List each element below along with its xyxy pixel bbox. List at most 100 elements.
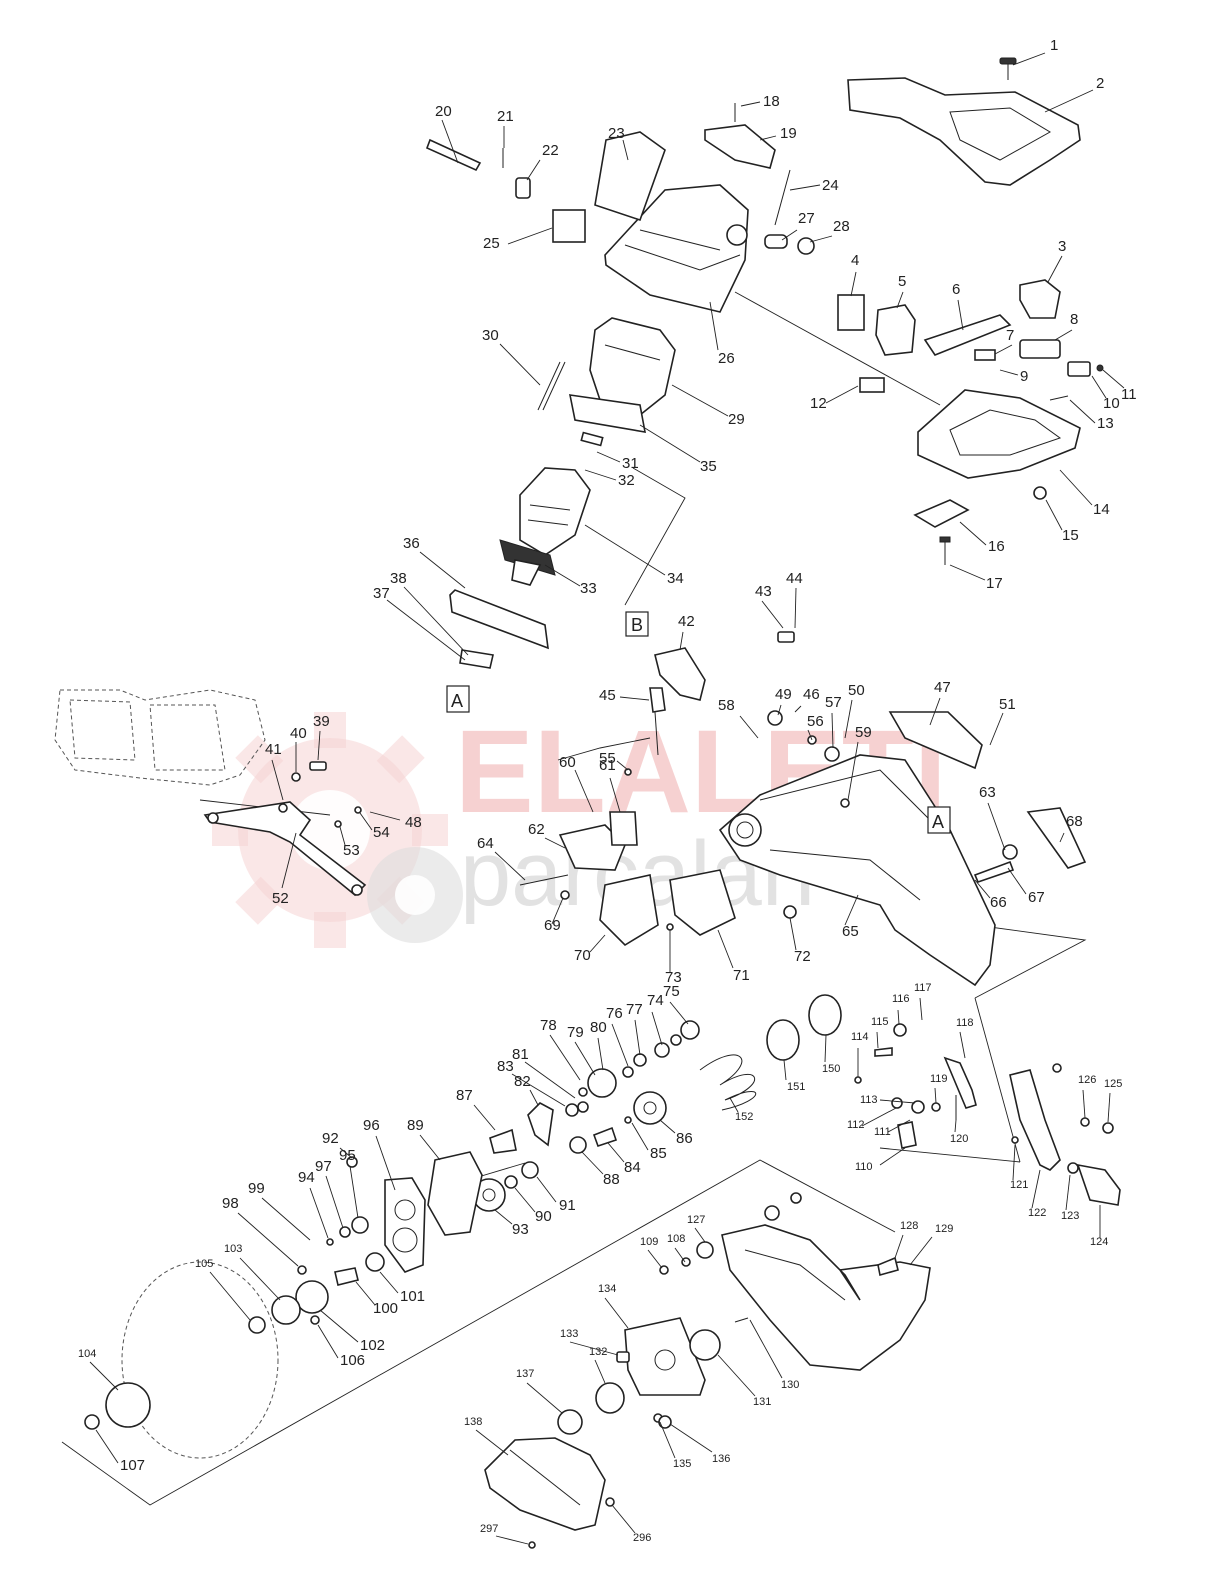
callout-label-65: 65 xyxy=(842,923,859,940)
callout-leader-80 xyxy=(597,1037,604,1071)
callout-leader-50 xyxy=(844,699,853,739)
callout-leader-137 xyxy=(526,1382,563,1414)
ref-box-a: A xyxy=(446,685,470,713)
callout-label-12: 12 xyxy=(810,395,827,412)
part-16 xyxy=(913,499,970,528)
callout-label-105: 105 xyxy=(195,1258,213,1270)
callout-leader-77 xyxy=(634,1019,641,1056)
plate-70 xyxy=(599,874,659,947)
callout-label-19: 19 xyxy=(780,125,797,142)
gear-80 xyxy=(587,1068,617,1098)
callout-label-114: 114 xyxy=(851,1031,869,1043)
plate-68 xyxy=(1026,807,1087,869)
callout-leader-28 xyxy=(809,235,833,243)
callout-label-51: 51 xyxy=(999,696,1016,713)
callout-leader-11 xyxy=(1102,369,1125,389)
callout-leader-135 xyxy=(659,1421,676,1459)
callout-leader-54 xyxy=(359,812,373,831)
callout-leader-90 xyxy=(514,1187,536,1213)
callout-label-151: 151 xyxy=(787,1081,805,1093)
callout-label-9: 9 xyxy=(1020,368,1028,385)
callout-leader-14 xyxy=(1059,469,1093,506)
callout-leader-83 xyxy=(511,1073,566,1107)
callout-leader-34 xyxy=(584,524,666,576)
callout-label-16: 16 xyxy=(988,538,1005,555)
callout-label-58: 58 xyxy=(718,697,735,714)
callout-label-95: 95 xyxy=(339,1147,356,1164)
callout-label-132: 132 xyxy=(589,1346,607,1358)
callout-leader-47 xyxy=(929,697,941,726)
callout-leader-113 xyxy=(879,1099,916,1104)
callout-label-112: 112 xyxy=(847,1119,865,1131)
part-4 xyxy=(837,294,865,331)
callout-label-93: 93 xyxy=(512,1221,529,1238)
callout-label-119: 119 xyxy=(930,1073,948,1085)
callout-leader-35 xyxy=(639,424,701,463)
callout-label-52: 52 xyxy=(272,890,289,907)
callout-label-59: 59 xyxy=(855,724,872,741)
callout-leader-16 xyxy=(959,521,987,546)
callout-label-40: 40 xyxy=(290,725,307,742)
gear-icon xyxy=(212,712,448,948)
callout-label-2: 2 xyxy=(1096,75,1104,92)
callout-label-38: 38 xyxy=(390,570,407,587)
callout-label-80: 80 xyxy=(590,1019,607,1036)
callout-label-50: 50 xyxy=(848,682,865,699)
callout-label-117: 117 xyxy=(914,982,932,994)
part-25 xyxy=(552,209,586,243)
callout-leader-95 xyxy=(349,1165,359,1219)
gearcase-96 xyxy=(384,1177,426,1273)
ref-box-a: A xyxy=(927,806,951,834)
bushing-151 xyxy=(766,1019,800,1061)
lever-61 xyxy=(609,811,638,846)
part-19 xyxy=(704,124,776,169)
callout-leader-46 xyxy=(794,705,802,713)
callout-leader-64 xyxy=(494,851,526,881)
callout-label-92: 92 xyxy=(322,1130,339,1147)
callout-label-134: 134 xyxy=(598,1283,616,1295)
part-12 xyxy=(859,377,885,393)
callout-leader-119 xyxy=(934,1087,937,1104)
callout-leader-88 xyxy=(581,1151,604,1175)
callout-leader-107 xyxy=(95,1429,119,1464)
arm-housing-group xyxy=(519,687,1087,987)
callout-label-33: 33 xyxy=(580,580,597,597)
callout-leader-59 xyxy=(847,741,859,801)
callout-leader-99 xyxy=(261,1197,311,1241)
callout-leader-37 xyxy=(386,599,466,661)
baffle-35 xyxy=(568,394,646,433)
callout-label-43: 43 xyxy=(755,583,772,600)
callout-label-73: 73 xyxy=(665,969,682,986)
callout-label-115: 115 xyxy=(871,1016,889,1028)
callout-label-106: 106 xyxy=(340,1352,365,1369)
callout-leader-78 xyxy=(549,1034,581,1081)
callout-label-123: 123 xyxy=(1061,1210,1079,1222)
callout-leader-85 xyxy=(631,1122,649,1151)
callout-leader-10 xyxy=(1091,375,1107,399)
callout-label-89: 89 xyxy=(407,1117,424,1134)
callout-label-104: 104 xyxy=(78,1348,96,1360)
callout-leader-123 xyxy=(1065,1174,1071,1211)
callout-label-42: 42 xyxy=(678,613,695,630)
callout-leader-69 xyxy=(551,897,564,925)
callout-leader-51 xyxy=(989,712,1004,746)
blade-guard-group xyxy=(484,1192,931,1549)
callout-label-79: 79 xyxy=(567,1024,584,1041)
callout-label-74: 74 xyxy=(647,992,664,1009)
callout-label-121: 121 xyxy=(1010,1179,1028,1191)
callout-label-30: 30 xyxy=(482,327,499,344)
callout-leader-111 xyxy=(887,1119,911,1133)
callout-label-82: 82 xyxy=(514,1073,531,1090)
callout-leader-22 xyxy=(526,159,541,181)
callout-leader-48 xyxy=(369,811,401,821)
plate-131 xyxy=(689,1329,721,1361)
callout-leader-43 xyxy=(761,600,784,629)
callout-leader-129 xyxy=(909,1236,933,1266)
callout-leader-133 xyxy=(569,1341,619,1356)
callout-leader-19 xyxy=(759,135,777,141)
callout-leader-57 xyxy=(831,712,834,749)
arm-65 xyxy=(718,754,996,987)
switch-3 xyxy=(1019,279,1061,319)
callout-leader-42 xyxy=(679,631,684,651)
